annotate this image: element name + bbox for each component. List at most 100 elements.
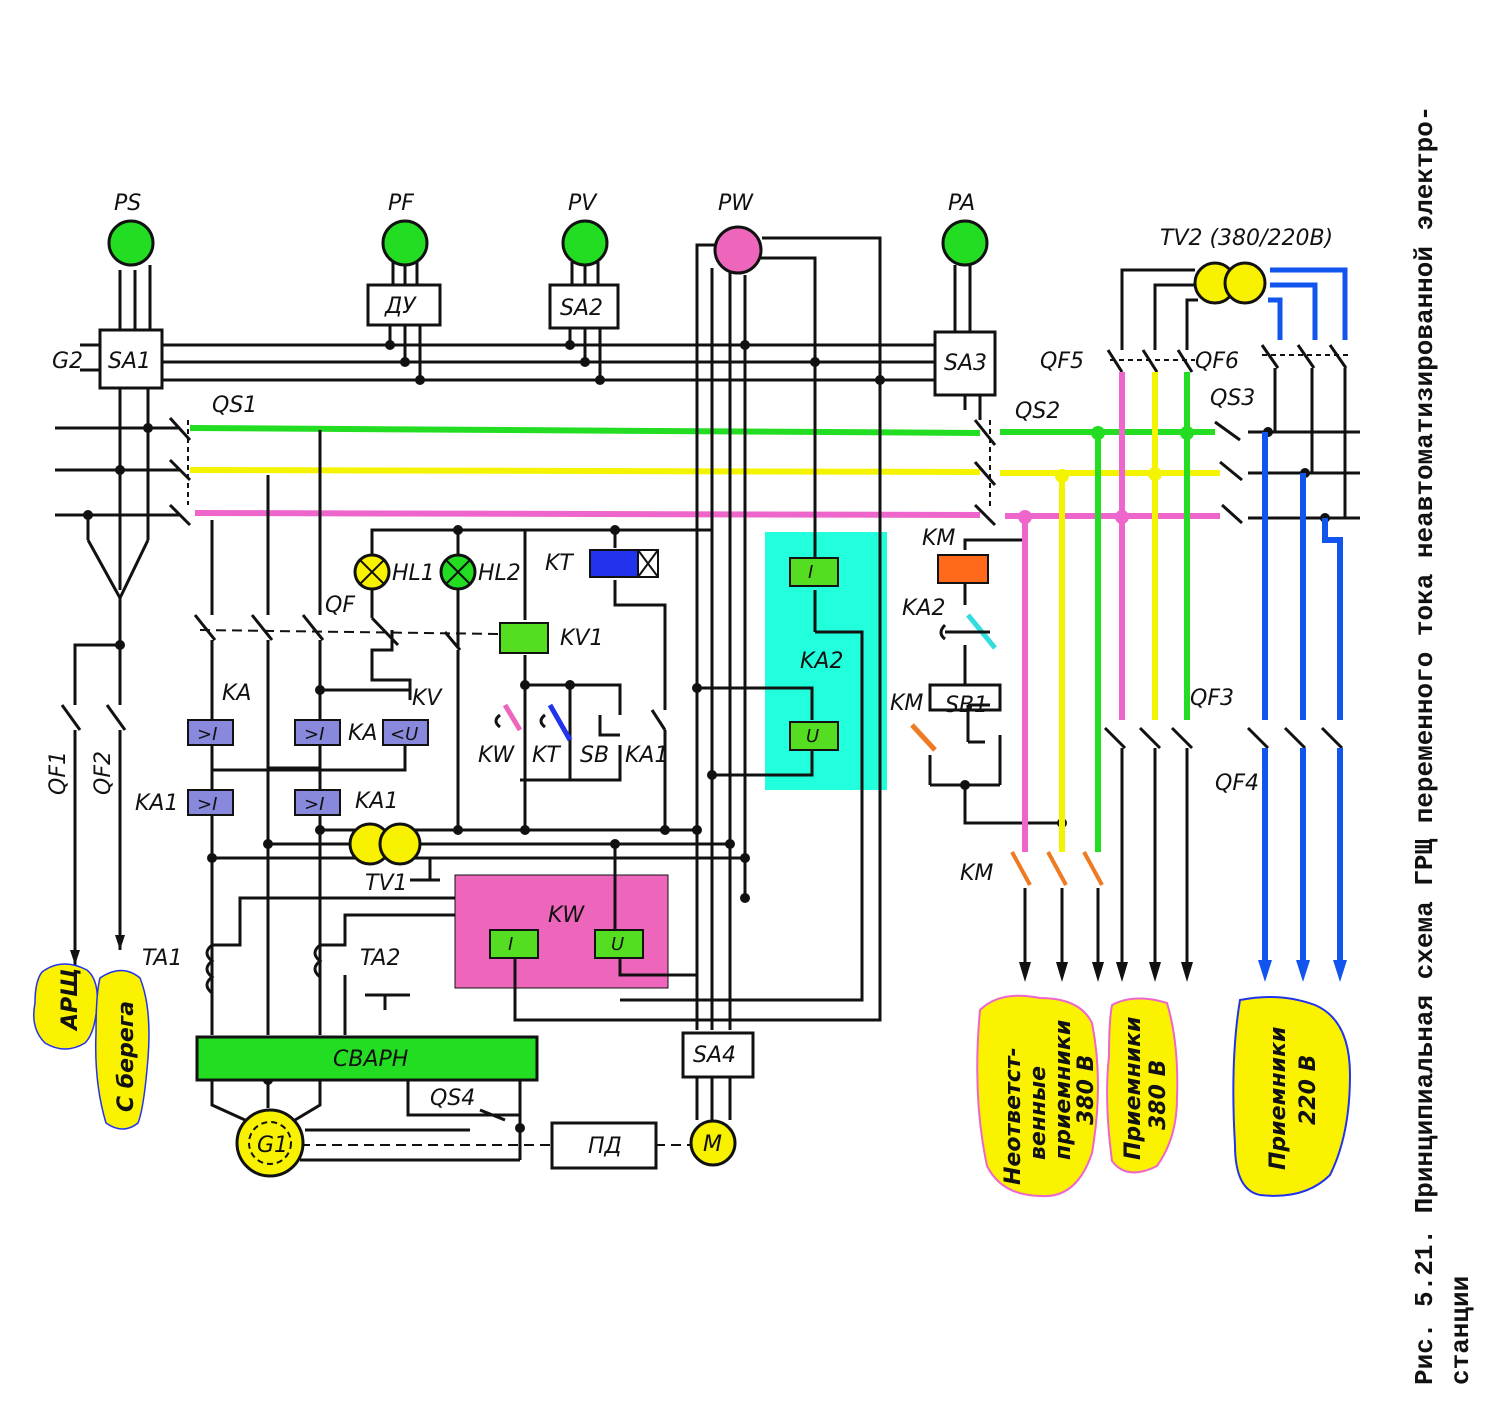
pd-label: ПД <box>588 1134 622 1159</box>
shore-blob <box>94 969 150 1130</box>
svg-text:KV1: KV1 <box>560 626 603 651</box>
relays: >I >I >I <U >I I U I U <box>187 261 1267 1178</box>
pv-label: PV <box>568 191 598 216</box>
caption-line-2: станции <box>1446 1276 1476 1385</box>
svg-text:TA2: TA2 <box>360 946 400 971</box>
pw-label: PW <box>718 191 754 216</box>
svg-text:<U: <U <box>390 724 418 745</box>
pf-meter <box>381 219 429 267</box>
svg-text:U: U <box>611 934 624 955</box>
sa1-label: SA1 <box>108 349 151 374</box>
generator-drive <box>210 1075 690 1162</box>
svg-text:QF1: QF1 <box>46 751 71 795</box>
ka-relay <box>187 719 234 746</box>
kw-coil-u <box>594 929 644 959</box>
sa4-box <box>681 1031 755 1079</box>
svg-text:QS4: QS4 <box>430 1086 475 1111</box>
meters: PS PF PV PW PA <box>107 191 989 275</box>
svg-text:KA1: KA1 <box>625 743 668 768</box>
pd-box <box>550 1121 658 1170</box>
destination-labels: АРЩ С берега Неответст- венные приемники… <box>33 963 1352 1198</box>
svg-text:KV: KV <box>412 686 443 711</box>
ka1-relay-left <box>187 789 234 816</box>
ps-meter <box>107 219 155 267</box>
svg-text:QS2: QS2 <box>1015 399 1060 424</box>
km-coil <box>937 554 989 584</box>
kw-contact <box>502 703 523 732</box>
svg-text:TA1: TA1 <box>142 946 182 971</box>
ps-label: PS <box>114 191 141 216</box>
sa1-box <box>98 328 164 390</box>
main-busbars <box>55 416 1360 527</box>
svg-text:венные: венные <box>1026 1066 1051 1160</box>
svg-text:G2: G2 <box>52 349 83 374</box>
du-label: ДУ <box>384 294 417 319</box>
svg-text:Неответст-: Неответст- <box>1001 1047 1026 1185</box>
svg-text:KA1: KA1 <box>355 789 398 814</box>
arsh-blob <box>33 963 99 1050</box>
svg-text:QF: QF <box>325 593 355 618</box>
sa2-box <box>548 283 620 330</box>
svarn-label: СВАРН <box>333 1047 408 1072</box>
ka2-coil-i <box>789 557 839 587</box>
kw-coil-i <box>489 929 539 959</box>
svg-text:HL2: HL2 <box>478 561 521 586</box>
tv1-secondary <box>378 822 422 866</box>
green-bus <box>189 425 981 436</box>
sa2-label: SA2 <box>560 296 603 321</box>
caption-line-1: Рис. 5.21. Принципиальная схема ГРЩ пере… <box>1410 106 1440 1385</box>
svg-text:АРЩ: АРЩ <box>58 968 83 1032</box>
drive-motor <box>689 1119 737 1167</box>
figure-caption: Рис. 5.21. Принципиальная схема ГРЩ пере… <box>1410 106 1476 1385</box>
svg-text:QS1: QS1 <box>212 393 257 418</box>
svg-text:KA: KA <box>348 721 377 746</box>
consumer-feeders <box>1010 267 1348 982</box>
sa4-label: SA4 <box>693 1043 736 1068</box>
kt-contact <box>547 703 573 742</box>
svg-text:G1: G1 <box>257 1133 288 1158</box>
svg-text:HL1: HL1 <box>392 561 435 586</box>
tv2-secondary <box>1223 261 1267 305</box>
svg-text:I: I <box>808 562 813 583</box>
ka-relay-mid <box>294 719 341 746</box>
svg-text:M: M <box>703 1132 722 1157</box>
svg-text:380 В: 380 В <box>1146 1060 1171 1130</box>
svg-text:Приемники: Приемники <box>1266 1027 1291 1170</box>
svg-text:С берега: С берега <box>114 1001 139 1112</box>
svg-text:KA1: KA1 <box>135 791 178 816</box>
kt-coil <box>589 549 639 578</box>
svg-text:KW: KW <box>478 743 515 768</box>
receivers-220-blob <box>1232 996 1352 1197</box>
kv1-coil <box>499 622 549 654</box>
du-box <box>366 283 442 327</box>
svg-text:KW: KW <box>548 903 585 928</box>
svg-text:U: U <box>806 726 819 747</box>
svg-text:KM: KM <box>922 526 955 551</box>
svg-text:SB: SB <box>580 743 609 768</box>
pv-meter <box>561 219 609 267</box>
svg-text:KM: KM <box>890 691 923 716</box>
meter-wiring <box>162 236 982 1125</box>
svg-text:KM: KM <box>960 861 993 886</box>
sa3-label: SA3 <box>944 351 987 376</box>
generator-feeders <box>193 430 745 1035</box>
nonresponsible-blob <box>976 994 1099 1198</box>
svg-text:KT: KT <box>532 743 561 768</box>
svg-text:>I: >I <box>197 724 217 745</box>
svg-text:380 В: 380 В <box>1074 1055 1099 1125</box>
pw-meter <box>713 225 763 275</box>
svg-text:QF4: QF4 <box>1215 771 1259 796</box>
boxes: SA1 ДУ SA2 SA3 SA4 СВАРН ПД <box>108 283 997 1170</box>
pf-label: PF <box>388 191 414 216</box>
svg-text:Приемники: Приемники <box>1121 1017 1146 1160</box>
pa-label: PA <box>948 191 975 216</box>
ka2-coil-u <box>789 721 839 751</box>
svg-text:I: I <box>508 934 513 955</box>
svg-text:QF6: QF6 <box>1195 349 1239 374</box>
svg-text:TV2 (380/220В): TV2 (380/220В) <box>1160 226 1333 251</box>
svg-text:>I: >I <box>304 724 324 745</box>
svarn-busbar <box>195 1035 539 1082</box>
svg-text:>I: >I <box>197 794 217 815</box>
svg-text:приемники: приемники <box>1051 1020 1076 1160</box>
svg-text:TV1: TV1 <box>365 871 408 896</box>
